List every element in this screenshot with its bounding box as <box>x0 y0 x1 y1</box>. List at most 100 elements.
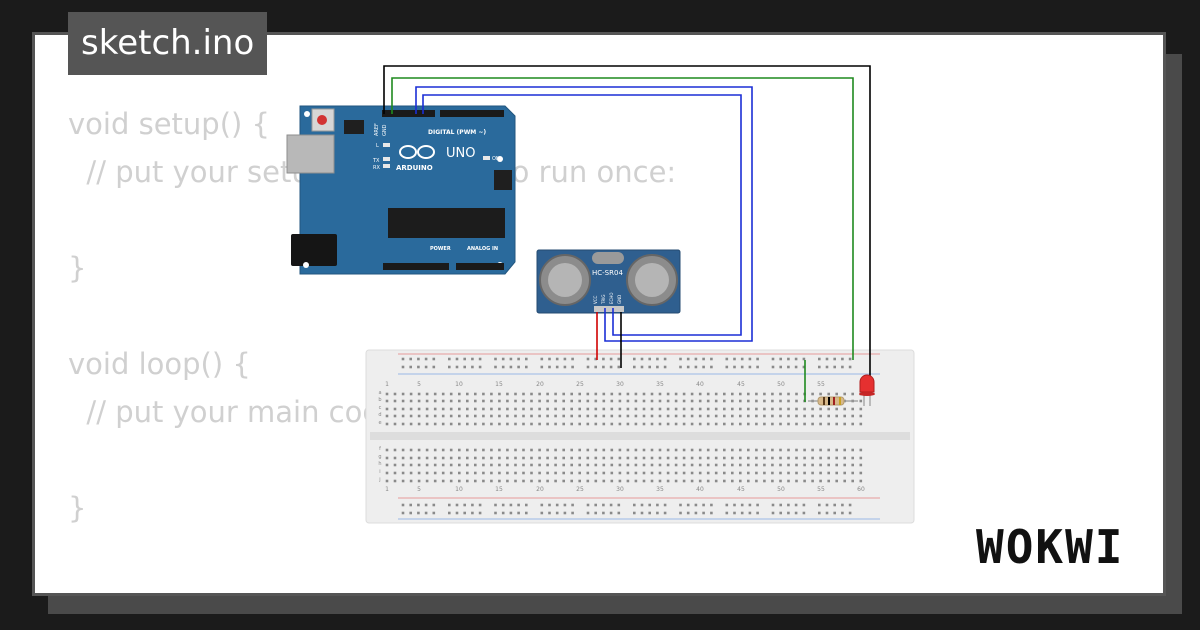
breadboard-hole[interactable] <box>417 392 421 396</box>
breadboard-hole[interactable] <box>835 471 838 475</box>
breadboard-hole[interactable] <box>835 463 838 467</box>
breadboard-hole[interactable] <box>617 357 621 361</box>
breadboard-hole[interactable] <box>851 463 854 467</box>
breadboard-hole[interactable] <box>851 407 854 411</box>
breadboard-hole[interactable] <box>540 503 544 507</box>
breadboard-hole[interactable] <box>723 407 726 411</box>
breadboard-hole[interactable] <box>835 407 838 411</box>
breadboard-hole[interactable] <box>448 357 451 361</box>
led-red[interactable] <box>859 374 875 406</box>
breadboard-hole[interactable] <box>827 407 830 411</box>
breadboard-hole[interactable] <box>802 511 806 515</box>
breadboard-hole[interactable] <box>393 392 397 396</box>
breadboard-hole[interactable] <box>501 503 505 507</box>
breadboard-hole[interactable] <box>698 456 702 460</box>
breadboard-hole[interactable] <box>648 503 651 507</box>
breadboard-hole[interactable] <box>679 511 682 515</box>
breadboard-hole[interactable] <box>843 456 846 460</box>
breadboard-hole[interactable] <box>794 357 798 361</box>
breadboard-hole[interactable] <box>482 479 485 483</box>
breadboard-hole[interactable] <box>425 414 429 418</box>
breadboard-hole[interactable] <box>602 392 606 396</box>
breadboard-hole[interactable] <box>666 392 670 396</box>
breadboard-hole[interactable] <box>562 399 565 403</box>
breadboard-hole[interactable] <box>586 407 590 411</box>
breadboard-hole[interactable] <box>650 392 654 396</box>
breadboard-hole[interactable] <box>618 463 622 467</box>
breadboard-hole[interactable] <box>819 392 822 396</box>
breadboard-hole[interactable] <box>563 511 567 515</box>
breadboard-hole[interactable] <box>748 357 752 361</box>
breadboard-hole[interactable] <box>626 414 630 418</box>
breadboard-hole[interactable] <box>626 399 630 403</box>
breadboard-hole[interactable] <box>739 471 742 475</box>
breadboard-hole[interactable] <box>658 456 662 460</box>
breadboard-hole[interactable] <box>698 448 702 452</box>
breadboard-hole[interactable] <box>803 479 806 483</box>
breadboard-hole[interactable] <box>417 422 421 426</box>
breadboard-hole[interactable] <box>602 448 606 452</box>
breadboard-hole[interactable] <box>393 479 397 483</box>
breadboard-hole[interactable] <box>441 448 445 452</box>
breadboard-hole[interactable] <box>723 463 726 467</box>
breadboard-hole[interactable] <box>787 407 790 411</box>
breadboard-hole[interactable] <box>498 392 501 396</box>
breadboard-hole[interactable] <box>626 392 630 396</box>
breadboard-hole[interactable] <box>714 456 718 460</box>
breadboard-hole[interactable] <box>506 479 509 483</box>
breadboard-hole[interactable] <box>674 414 678 418</box>
breadboard-hole[interactable] <box>562 479 565 483</box>
breadboard-hole[interactable] <box>409 365 412 369</box>
breadboard-hole[interactable] <box>530 456 533 460</box>
breadboard-hole[interactable] <box>771 456 774 460</box>
breadboard-hole[interactable] <box>455 511 459 515</box>
breadboard-hole[interactable] <box>610 448 614 452</box>
breadboard-hole[interactable] <box>417 414 421 418</box>
breadboard-hole[interactable] <box>650 448 654 452</box>
breadboard-hole[interactable] <box>835 422 838 426</box>
breadboard-hole[interactable] <box>841 365 844 369</box>
breadboard-hole[interactable] <box>548 503 551 507</box>
breadboard-hole[interactable] <box>833 503 836 507</box>
breadboard-hole[interactable] <box>514 414 517 418</box>
breadboard-hole[interactable] <box>787 511 790 515</box>
breadboard-hole[interactable] <box>633 511 636 515</box>
breadboard-hole[interactable] <box>702 357 705 361</box>
breadboard-hole[interactable] <box>682 422 686 426</box>
breadboard-hole[interactable] <box>466 448 469 452</box>
breadboard-hole[interactable] <box>530 479 533 483</box>
breadboard-hole[interactable] <box>739 407 742 411</box>
breadboard-hole[interactable] <box>851 414 854 418</box>
breadboard-hole[interactable] <box>578 463 581 467</box>
breadboard-hole[interactable] <box>723 448 726 452</box>
breadboard-hole[interactable] <box>522 407 525 411</box>
breadboard-hole[interactable] <box>795 414 798 418</box>
breadboard-hole[interactable] <box>466 456 469 460</box>
breadboard-hole[interactable] <box>617 365 621 369</box>
breadboard-hole[interactable] <box>433 479 437 483</box>
breadboard-hole[interactable] <box>463 503 466 507</box>
breadboard-hole[interactable] <box>835 456 838 460</box>
breadboard-hole[interactable] <box>698 479 702 483</box>
breadboard-hole[interactable] <box>690 399 694 403</box>
breadboard-hole[interactable] <box>517 357 520 361</box>
breadboard-hole[interactable] <box>609 365 613 369</box>
breadboard-hole[interactable] <box>385 471 389 475</box>
breadboard-hole[interactable] <box>530 422 533 426</box>
breadboard-hole[interactable] <box>690 456 694 460</box>
breadboard-hole[interactable] <box>482 414 485 418</box>
breadboard-hole[interactable] <box>538 392 541 396</box>
breadboard-hole[interactable] <box>642 463 646 467</box>
breadboard-hole[interactable] <box>843 471 846 475</box>
breadboard-hole[interactable] <box>578 479 581 483</box>
breadboard-hole[interactable] <box>417 463 421 467</box>
breadboard-hole[interactable] <box>698 471 702 475</box>
breadboard-hole[interactable] <box>682 471 686 475</box>
breadboard-hole[interactable] <box>441 471 445 475</box>
breadboard-hole[interactable] <box>506 414 509 418</box>
breadboard-hole[interactable] <box>385 463 389 467</box>
breadboard-hole[interactable] <box>787 503 790 507</box>
breadboard-hole[interactable] <box>594 471 598 475</box>
breadboard-hole[interactable] <box>640 365 644 369</box>
breadboard-hole[interactable] <box>779 357 782 361</box>
